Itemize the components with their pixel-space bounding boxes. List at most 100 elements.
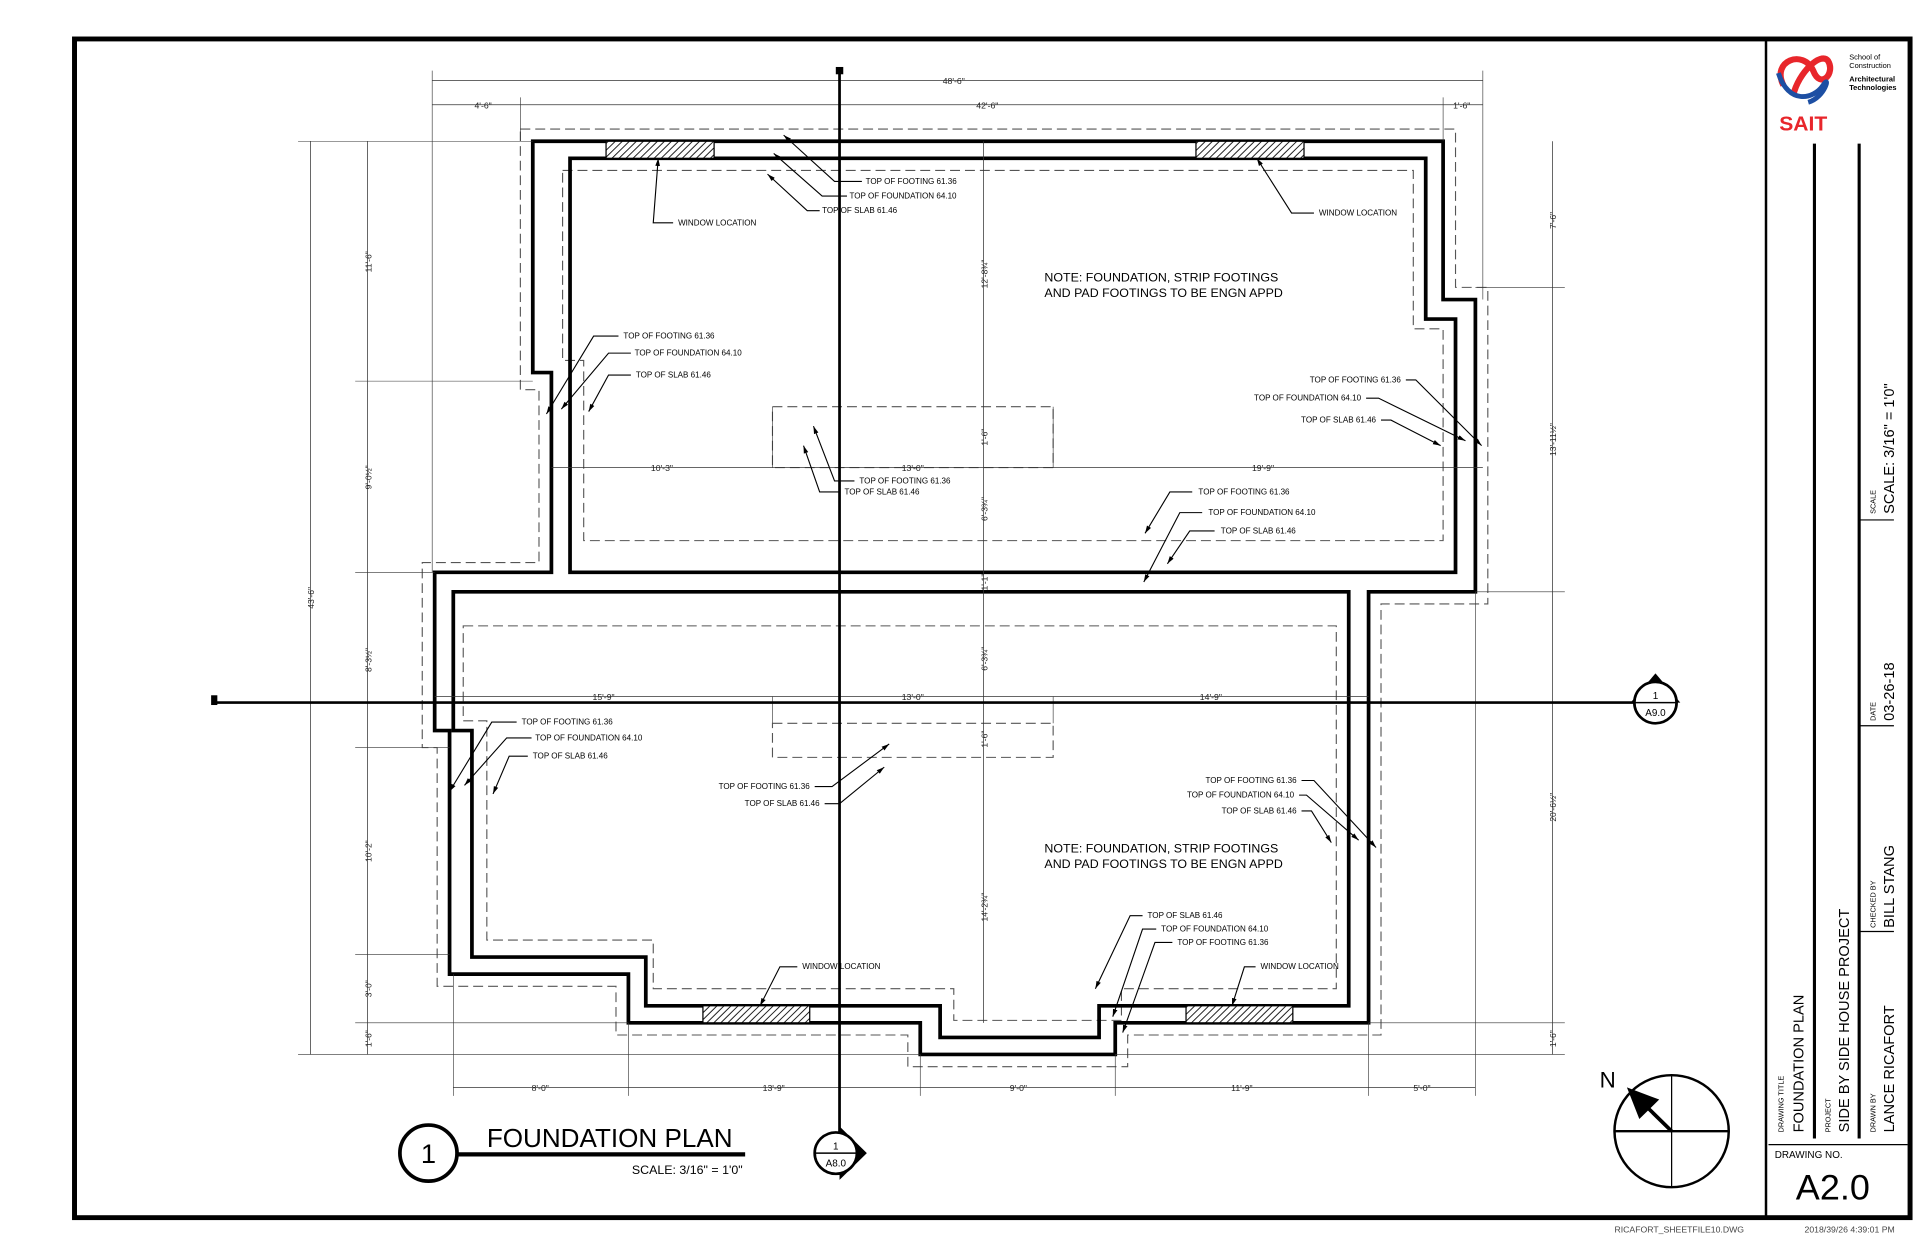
dim-text: 42'-6" xyxy=(976,100,998,110)
plan-title: FOUNDATION PLAN xyxy=(487,1125,733,1153)
label-foundation: TOP OF FOUNDATION 64.10 xyxy=(1254,394,1362,403)
label-slab: TOP OF SLAB 61.46 xyxy=(1222,806,1298,815)
note-line: AND PAD FOOTINGS TO BE ENGN APPD xyxy=(1044,286,1283,300)
note-line: AND PAD FOOTINGS TO BE ENGN APPD xyxy=(1044,857,1283,871)
label-slab: TOP OF SLAB 61.46 xyxy=(1148,911,1224,920)
foundation-walls xyxy=(432,139,1478,1057)
label-foundation: TOP OF FOUNDATION 64.10 xyxy=(1187,791,1295,800)
note-line: NOTE: FOUNDATION, STRIP FOOTINGS xyxy=(1044,841,1278,855)
engineering-note: NOTE: FOUNDATION, STRIP FOOTINGS AND PAD… xyxy=(1044,841,1283,871)
label-window: WINDOW LOCATION xyxy=(678,218,756,227)
dim-text: 1'-1" xyxy=(979,574,989,591)
label-slab: TOP OF SLAB 61.46 xyxy=(845,487,921,496)
label-footing: TOP OF FOOTING 61.36 xyxy=(719,782,811,791)
section-number: 1 xyxy=(1653,691,1659,702)
sait-logo: SAIT xyxy=(1776,55,1834,135)
dim-text: 13'-9" xyxy=(763,1083,785,1093)
dim-text: 13'-11½" xyxy=(1548,423,1558,456)
plan-scale: SCALE: 3/16" = 1'0" xyxy=(632,1163,743,1177)
project-label: PROJECT xyxy=(1824,1098,1833,1133)
section-sheet: A9.0 xyxy=(1645,708,1666,719)
label-window: WINDOW LOCATION xyxy=(802,962,880,971)
dim-text: 4'-6" xyxy=(474,100,491,110)
label-footing: TOP OF FOOTING 61.36 xyxy=(859,476,951,485)
sheet-border xyxy=(72,36,1913,1221)
label-window: WINDOW LOCATION xyxy=(1319,209,1397,218)
dim-text: 14'-9" xyxy=(1200,692,1222,702)
dim-text: 11'-9" xyxy=(1231,1083,1252,1093)
dim-text: 6'-3¾" xyxy=(979,497,989,521)
elevation-labels: TOP OF FOOTING 61.36 TOP OF FOUNDATION 6… xyxy=(522,177,1402,971)
label-foundation: TOP OF FOUNDATION 64.10 xyxy=(635,349,743,358)
label-foundation: TOP OF FOUNDATION 64.10 xyxy=(1161,925,1269,934)
dim-text: 20'-6½" xyxy=(1548,793,1558,822)
label-slab: TOP OF SLAB 61.46 xyxy=(636,371,712,380)
label-footing: TOP OF FOOTING 61.36 xyxy=(623,332,715,341)
logo-text: SAIT xyxy=(1779,112,1827,135)
dim-text: 3'-0" xyxy=(363,980,373,997)
dim-text: 1'-6" xyxy=(363,1030,373,1047)
window xyxy=(605,140,715,159)
label-footing: TOP OF FOOTING 61.36 xyxy=(1198,487,1290,496)
dimension-texts: 48'-6" 4'-6" 42'-6" 1'-6" 43'-6" 11'-6" … xyxy=(306,76,1558,1093)
section-number: 1 xyxy=(833,1142,839,1153)
dim-text: 5'-0" xyxy=(1413,1083,1430,1093)
label-footing: TOP OF FOOTING 61.36 xyxy=(1205,776,1297,785)
dim-text: 9'-0½" xyxy=(363,465,373,489)
windows xyxy=(605,140,1305,1024)
dim-text: 8'-3½" xyxy=(363,648,373,672)
north-arrow-icon: N xyxy=(1600,1068,1730,1189)
leader-lines xyxy=(449,134,1483,1033)
drawing-no-label: DRAWING NO. xyxy=(1775,1150,1843,1161)
section-marker-a8[interactable]: 1 A8.0 xyxy=(813,1126,867,1180)
title-number: 1 xyxy=(421,1139,436,1169)
dim-text: 11'-6" xyxy=(363,251,373,272)
drawn-by-label: DRAWN BY xyxy=(1868,1093,1877,1132)
footing-outlines xyxy=(421,128,1489,1068)
dim-text: 12'-8¾" xyxy=(979,260,989,289)
label-foundation: TOP OF FOUNDATION 64.10 xyxy=(1208,508,1316,517)
label-foundation: TOP OF FOUNDATION 64.10 xyxy=(535,733,643,742)
engineering-note: NOTE: FOUNDATION, STRIP FOOTINGS AND PAD… xyxy=(1044,270,1283,300)
label-slab: TOP OF SLAB 61.46 xyxy=(533,752,609,761)
dim-text: 13'-0" xyxy=(902,463,924,473)
school-text: Technologies xyxy=(1849,83,1896,92)
dim-text: 43'-6" xyxy=(306,587,316,609)
dim-text: 1'-6" xyxy=(979,429,989,446)
dim-text: 9'-0" xyxy=(1010,1083,1027,1093)
label-window: WINDOW LOCATION xyxy=(1261,962,1339,971)
drawing-title-value: FOUNDATION PLAN xyxy=(1791,995,1807,1133)
dim-text: 1'-6" xyxy=(1548,1030,1558,1047)
school-text: School of xyxy=(1849,53,1881,62)
date-label: DATE xyxy=(1868,702,1877,721)
label-slab: TOP OF SLAB 61.46 xyxy=(745,799,821,808)
drawing-title-label: DRAWING TITLE xyxy=(1776,1076,1785,1133)
section-marker-a9[interactable]: 1 A9.0 xyxy=(1630,673,1681,725)
date-value: 03-26-18 xyxy=(1882,662,1898,720)
dim-text: 14'-2¾" xyxy=(979,893,989,922)
checked-by-label: CHECKED BY xyxy=(1868,880,1877,927)
window xyxy=(702,1005,811,1024)
label-slab: TOP OF SLAB 61.46 xyxy=(822,206,898,215)
label-footing: TOP OF FOOTING 61.36 xyxy=(1177,938,1269,947)
dim-text: 1'-6" xyxy=(979,731,989,748)
dim-text: 8'-0" xyxy=(532,1083,549,1093)
dim-text: 10'-3" xyxy=(651,463,673,473)
dim-text: 6'-3¾" xyxy=(979,647,989,671)
label-foundation: TOP OF FOUNDATION 64.10 xyxy=(849,192,957,201)
dim-text: 48'-6" xyxy=(943,76,965,86)
label-footing: TOP OF FOOTING 61.36 xyxy=(522,718,614,727)
dimension-lines xyxy=(298,70,1565,1096)
scale-label: SCALE xyxy=(1868,490,1877,514)
dim-text: 10'-2" xyxy=(363,840,373,862)
north-label: N xyxy=(1600,1068,1616,1093)
section-lines: 1 A9.0 1 A8.0 xyxy=(211,66,1681,1180)
dim-text: 19'-9" xyxy=(1252,463,1274,473)
drawing-title: 1 FOUNDATION PLAN SCALE: 3/16" = 1'0" xyxy=(398,1123,746,1183)
scale-value: SCALE: 3/16" = 1'0" xyxy=(1882,383,1898,513)
dim-text: 15'-9" xyxy=(593,692,615,702)
dim-text: 13'-0" xyxy=(902,692,924,702)
project-value: SIDE BY SIDE HOUSE PROJECT xyxy=(1837,909,1853,1133)
drawing-no-value: A2.0 xyxy=(1796,1168,1870,1208)
